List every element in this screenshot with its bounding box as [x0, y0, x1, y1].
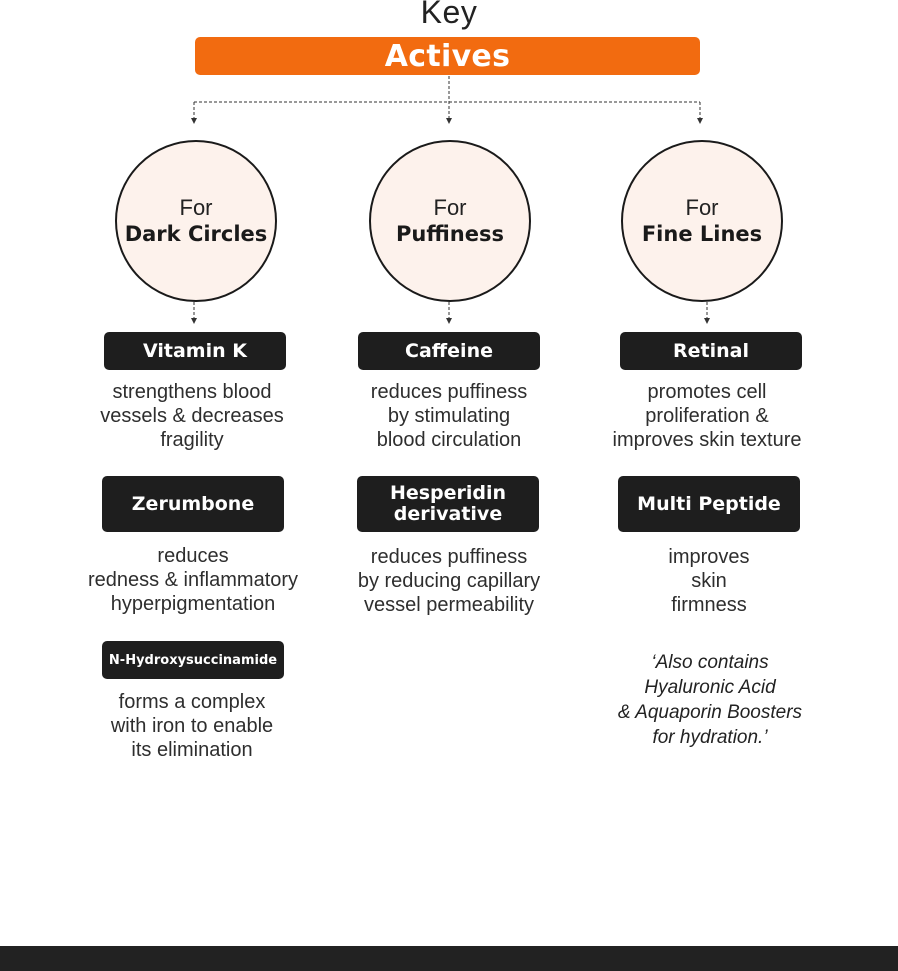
active-pill-zerumbone: Zerumbone — [102, 476, 284, 532]
active-pill-multi-peptide: Multi Peptide — [618, 476, 800, 532]
arrowhead-icon — [446, 118, 452, 124]
active-description: strengthens blood vessels & decreases fr… — [100, 381, 284, 451]
active-pill-hesperidin-derivative: Hesperidin derivative — [357, 476, 539, 532]
circle-focus: Dark Circles — [124, 222, 268, 246]
circle-focus: Puffiness — [396, 222, 504, 246]
circle-prefix: For — [433, 195, 467, 220]
footer-bar — [0, 946, 898, 971]
circle-fine-lines: For Fine Lines — [621, 140, 783, 302]
active-description: reduces puffiness by stimulating blood c… — [370, 381, 528, 451]
key-title: Key — [420, 0, 478, 30]
active-pill-vitamin-k: Vitamin K — [104, 332, 286, 370]
active-pill-caffeine: Caffeine — [358, 332, 540, 370]
active-description: improves skin firmness — [668, 546, 750, 616]
also-contains-note: ‘Also contains Hyaluronic Acid & Aquapor… — [617, 652, 803, 748]
active-pill-n-hydroxysuccinamide: N-Hydroxysuccinamide — [102, 641, 284, 679]
active-pill-retinal: Retinal — [620, 332, 802, 370]
active-description: reduces redness & inflammatory hyperpigm… — [87, 545, 299, 615]
circle-focus: Fine Lines — [641, 222, 763, 246]
active-description: promotes cell proliferation & improves s… — [612, 381, 802, 451]
active-description: reduces puffiness by reducing capillary … — [357, 546, 541, 616]
arrowhead-icon — [697, 118, 703, 124]
circle-puffiness: For Puffiness — [369, 140, 531, 302]
arrowhead-icon — [191, 118, 197, 124]
arrowhead-icon — [704, 318, 710, 324]
circle-prefix: For — [179, 195, 213, 220]
actives-banner: Actives — [195, 37, 700, 75]
circle-prefix: For — [685, 195, 719, 220]
arrowhead-icon — [446, 318, 452, 324]
arrowhead-icon — [191, 318, 197, 324]
active-description: forms a complex with iron to enable its … — [110, 691, 274, 761]
connector-lines — [191, 76, 710, 324]
circle-dark-circles: For Dark Circles — [115, 140, 277, 302]
